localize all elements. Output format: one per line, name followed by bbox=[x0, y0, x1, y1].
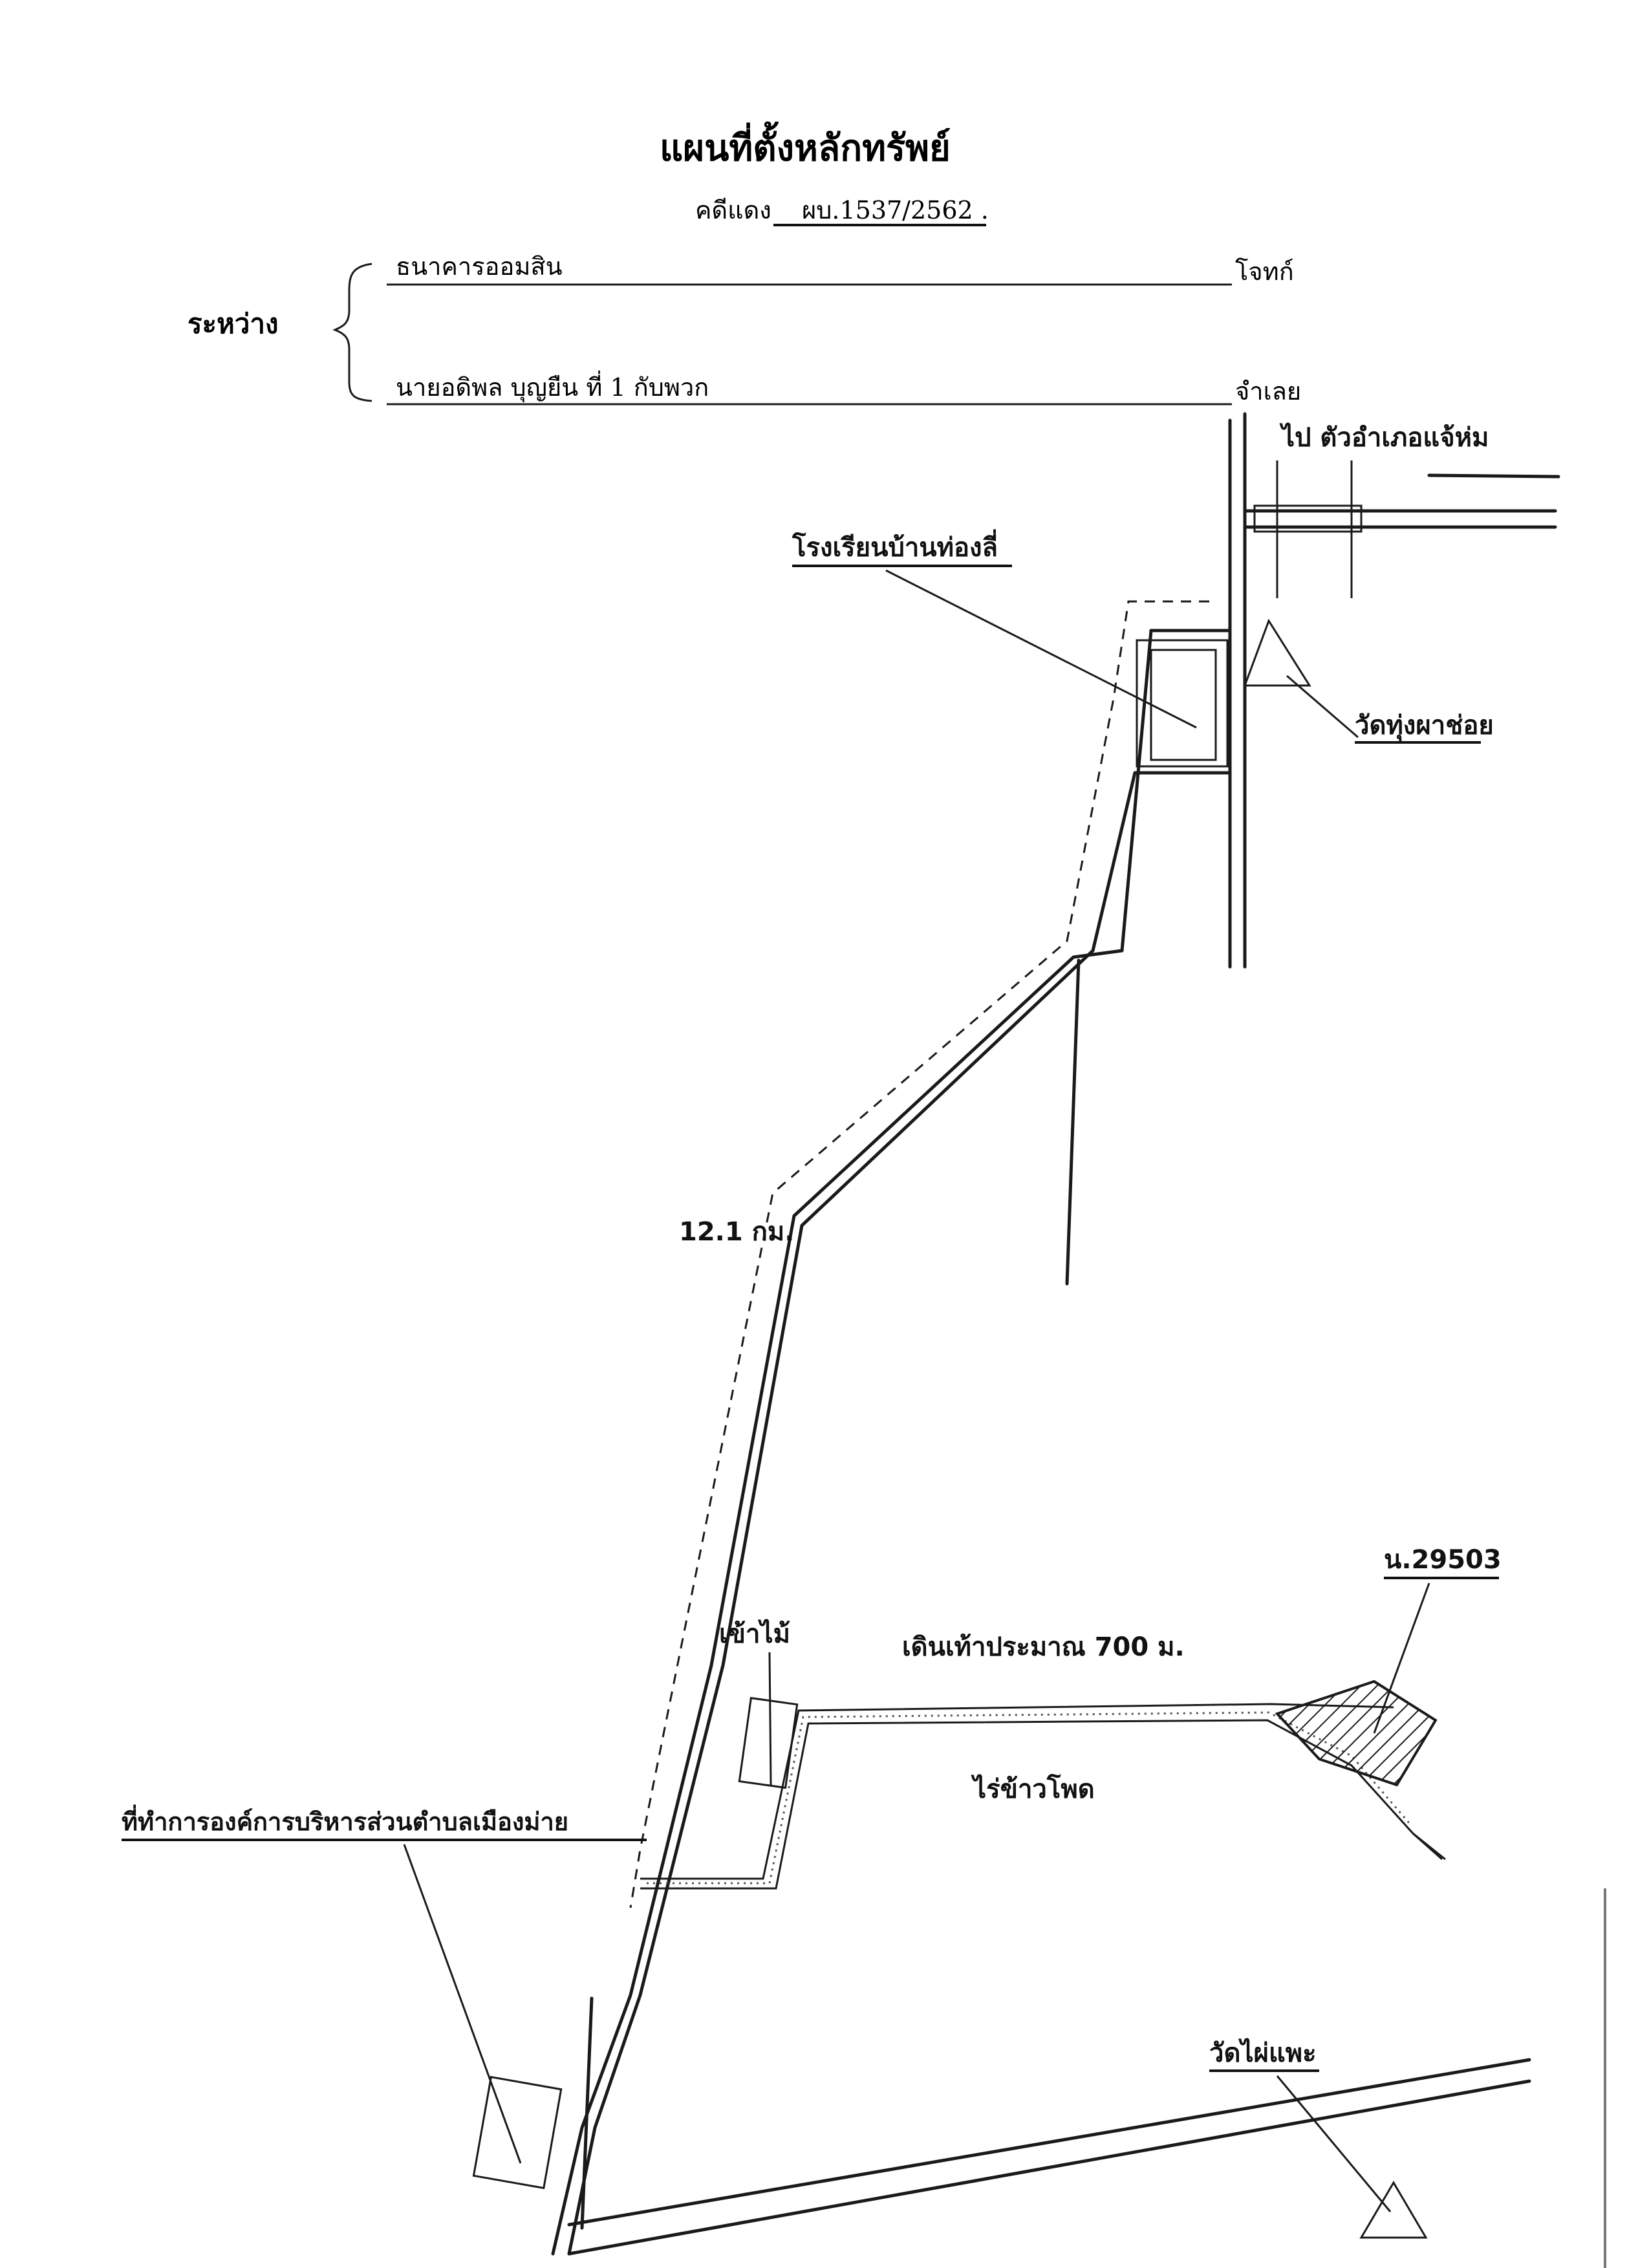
school-label: โรงเรียนบ้านท่องลี่ bbox=[792, 529, 998, 563]
defendant-name: นายอดิพล บุญยืน ที่ 1 กับพวก bbox=[396, 371, 709, 402]
sao-office-symbol bbox=[472, 2075, 563, 2190]
defendant-role: จำเลย bbox=[1235, 377, 1301, 405]
road-to-district bbox=[1243, 460, 1560, 598]
land-parcel bbox=[1275, 1679, 1438, 1787]
walk-label: เดินเท้าประมาณ 700 ม. bbox=[902, 1632, 1185, 1662]
south-branch bbox=[1065, 958, 1081, 1286]
distance-label: 12.1 กม. bbox=[679, 1217, 794, 1247]
to-district-label: ไป ตัวอำเภอแจ้ห่ม bbox=[1279, 422, 1489, 453]
temple-top-leader bbox=[1286, 675, 1359, 739]
parcel-leader bbox=[1373, 1582, 1430, 1734]
case-number: ผบ.1537/2562 . bbox=[802, 196, 989, 224]
temple-top-symbol bbox=[1243, 618, 1311, 687]
plaintiff-role: โจทก์ bbox=[1235, 257, 1294, 286]
plaintiff-name: ธนาคารออมสิน bbox=[396, 252, 563, 281]
hut-label: เข้าไม้ bbox=[719, 1619, 790, 1649]
case-prefix: คดีแดง bbox=[695, 196, 771, 224]
temple-bottom-leader bbox=[1276, 2075, 1392, 2212]
temple-bottom-symbol bbox=[1359, 2181, 1428, 2239]
main-highway bbox=[1228, 412, 1247, 969]
local-road bbox=[551, 629, 1232, 2256]
sao-office-label: ที่ทำการองค์การบริหารส่วนตำบลเมืองม่าย bbox=[122, 1804, 568, 1836]
hut-symbol bbox=[738, 1696, 799, 1789]
parcel-label: น.29503 bbox=[1384, 1545, 1502, 1575]
between-label: ระหว่าง bbox=[188, 308, 278, 340]
route-dashed bbox=[629, 600, 1209, 1908]
bottom-road bbox=[567, 1996, 1531, 2256]
sao-office-leader bbox=[403, 1844, 522, 2164]
party-brace bbox=[332, 263, 372, 402]
page-title: แผนที่ตั้งหลักทรัพย์ bbox=[660, 122, 951, 169]
temple-bottom-label: วัดไผ่แพะ bbox=[1209, 2038, 1317, 2068]
temple-top-label: วัดทุ่งผาช่อย bbox=[1355, 711, 1494, 742]
hut-leader bbox=[768, 1652, 772, 1786]
cornfield-label: ไร่ข้าวโพด bbox=[971, 1774, 1095, 1804]
